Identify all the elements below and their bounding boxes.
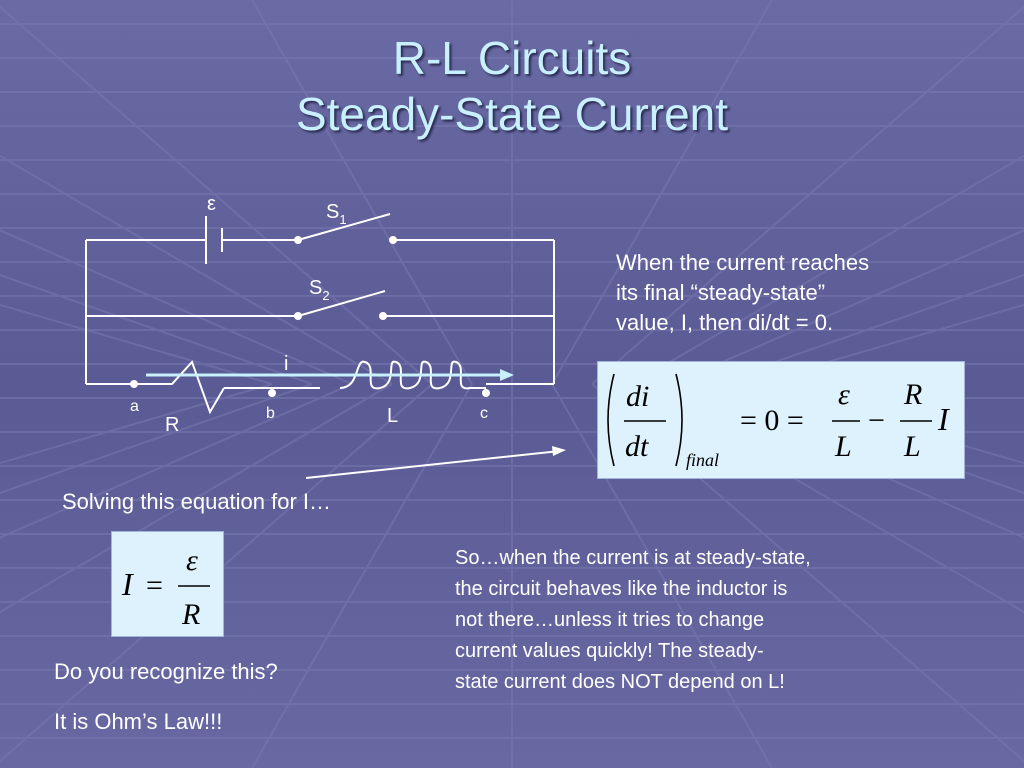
node-c-label: c (480, 405, 488, 422)
solving-text: Solving this equation for I… (62, 489, 332, 514)
eq2-equals: = (146, 569, 163, 602)
eq1-R: R (903, 378, 922, 411)
eq1-minus: − (868, 404, 885, 437)
switch-s1-label: S1 (326, 201, 347, 227)
conclusion-text: So…when the current is at steady-state, … (455, 547, 811, 693)
node-b-point (268, 389, 276, 397)
node-b-label: b (266, 405, 275, 422)
answer-text: It is Ohm’s Law!!! (54, 709, 223, 734)
grid-perspective-line (0, 383, 353, 539)
pointer-arrowhead (552, 446, 566, 456)
eq1-L-denominator-1: L (834, 430, 852, 463)
grid-perspective-line (551, 0, 773, 385)
ohms-law-equation-box: I = ε R (111, 531, 224, 637)
question-text: Do you recognize this? (54, 659, 278, 684)
grid-perspective-line (0, 229, 353, 385)
emf-label: ε (207, 193, 216, 215)
steady-state-intro-text: When the current reaches its final “stea… (616, 250, 870, 335)
grid-perspective-line (751, 383, 1024, 465)
inductor-label: L (387, 405, 398, 427)
node-a-label: a (130, 398, 139, 415)
grid-perspective-line (251, 0, 473, 385)
eq1-L-denominator-2: L (903, 430, 921, 463)
slide-title: R-L Circuits Steady-State Current (0, 30, 1024, 142)
eq1-I: I (937, 401, 950, 437)
switch-s2-label: S2 (309, 277, 330, 303)
rl-circuit-diagram: ε S1 S2 i a b c R L (85, 193, 566, 479)
node-a-point (130, 380, 138, 388)
grid-perspective-line (0, 383, 393, 614)
switch-s1-arm (297, 213, 391, 241)
grid-perspective-line (0, 5, 433, 385)
inductor-coil (339, 360, 486, 390)
steady-state-equation-box: di dt final ε L R L I = 0 = − (597, 361, 965, 479)
s2-contact-right (379, 312, 387, 320)
s2-contact-left (294, 312, 302, 320)
current-arrowhead (500, 369, 514, 381)
grid-perspective-line (0, 383, 313, 494)
title-line-2: Steady-State Current (295, 88, 729, 140)
eq1-final-subscript: final (686, 450, 719, 470)
eq2-I: I (121, 566, 134, 602)
grid-perspective-line (0, 383, 273, 465)
node-c-point (482, 389, 490, 397)
eq2-R: R (181, 598, 200, 631)
current-label: i (284, 353, 288, 375)
right-paren (675, 373, 683, 467)
grid-perspective-line (251, 383, 473, 768)
grid-perspective-line (631, 154, 1024, 385)
eq1-di: di (626, 380, 649, 413)
eq1-emf: ε (838, 378, 850, 411)
grid-perspective-line (751, 303, 1024, 385)
resistor-label: R (165, 414, 179, 436)
grid-perspective-line (591, 5, 1024, 385)
left-paren (607, 373, 615, 467)
title-line-1: R-L Circuits (392, 32, 632, 84)
s1-contact-left (294, 236, 302, 244)
eq1-dt: dt (625, 430, 649, 463)
grid-perspective-line (0, 274, 313, 385)
switch-s2-arm (297, 290, 386, 317)
grid-perspective-line (551, 383, 773, 768)
s1-contact-right (389, 236, 397, 244)
eq2-emf: ε (186, 544, 198, 577)
grid-perspective-line (0, 154, 393, 385)
eq1-equals-zero: = 0 = (740, 404, 804, 437)
grid-perspective-line (711, 274, 1024, 385)
grid-perspective-line (0, 303, 273, 385)
resistor (134, 360, 225, 415)
pointer-arrow-line (305, 450, 561, 479)
grid-perspective-line (671, 229, 1024, 385)
